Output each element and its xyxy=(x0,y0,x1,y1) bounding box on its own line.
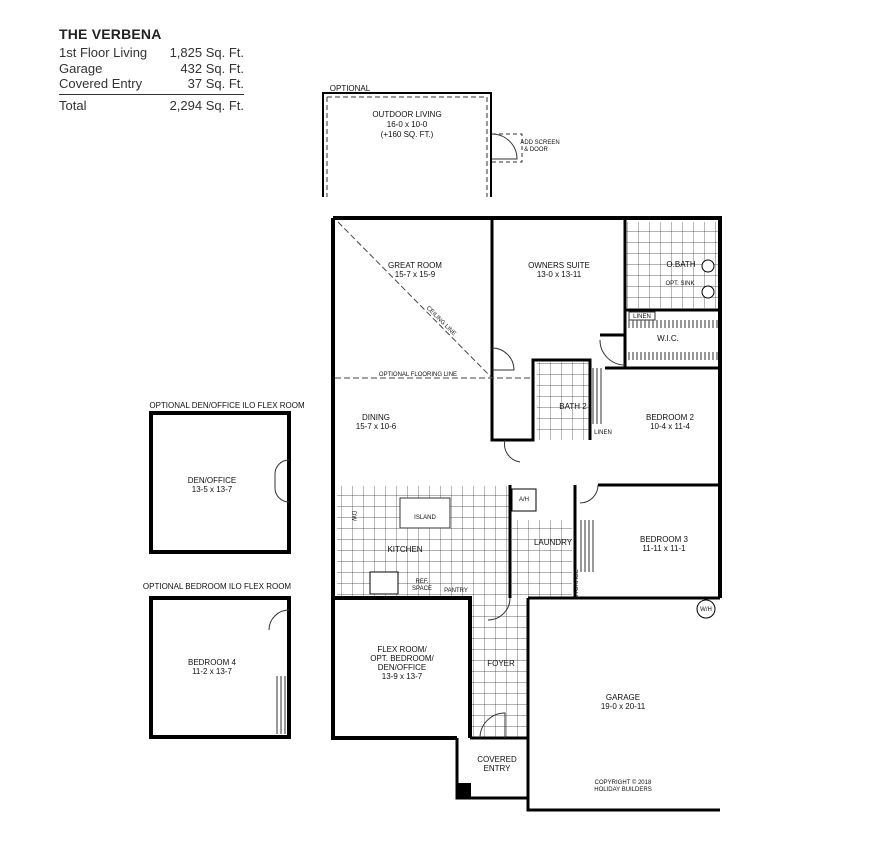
air-handler-icon xyxy=(511,488,537,512)
laundry-tile xyxy=(512,520,572,598)
copyright: COPYRIGHT © 2018 xyxy=(595,779,652,786)
optional-den-plan: OPTIONAL DEN/OFFICE ILO FLEX ROOM DEN/OF… xyxy=(149,401,305,554)
note: OPTIONAL FLOORING LINE xyxy=(379,372,457,378)
column xyxy=(457,783,471,798)
optional-label: OPTIONAL xyxy=(330,84,371,93)
outdoor-living: OPTIONAL OUTDOOR LIVING 16-0 x 10-0 (+16… xyxy=(322,84,560,197)
range-icon xyxy=(369,571,399,595)
sink-icon xyxy=(701,259,715,273)
room-name: KITCHEN xyxy=(387,545,422,554)
option-heading: OPTIONAL BEDROOM ILO FLEX ROOM xyxy=(143,582,292,591)
total-row: Total 2,294 Sq. Ft. xyxy=(59,98,244,114)
room-dims: 13-0 x 13-11 xyxy=(537,270,582,279)
sink-icon xyxy=(701,285,715,299)
plan-title: THE VERBENA xyxy=(59,26,162,42)
room-dims: 13-9 x 13-7 xyxy=(382,672,423,681)
room-name: O.BATH xyxy=(666,260,695,269)
room-name: OUTDOOR LIVING xyxy=(372,110,441,119)
area-label: Garage xyxy=(59,60,103,76)
area-value: 1,825 Sq. Ft. xyxy=(169,45,244,60)
copyright: HOLIDAY BUILDERS xyxy=(594,787,651,793)
room-name: DEN/OFFICE xyxy=(378,663,426,672)
room-name: OWNERS SUITE xyxy=(528,261,590,270)
room-name: FOYER xyxy=(487,659,515,668)
note: & DOOR xyxy=(524,147,548,153)
room-name: W.I.C. xyxy=(657,334,679,343)
room-name: BATH 2 xyxy=(559,402,587,411)
option-heading: OPTIONAL DEN/OFFICE ILO FLEX ROOM xyxy=(149,401,305,410)
area-row: 1st Floor Living 1,825 Sq. Ft. xyxy=(59,45,244,61)
area-label: Covered Entry xyxy=(59,76,143,91)
note: LINEN xyxy=(633,314,651,320)
optional-bedroom4-plan: OPTIONAL BEDROOM ILO FLEX ROOM BEDROOM 4… xyxy=(143,582,292,739)
note: ADD SCREEN xyxy=(520,140,559,146)
area-value: 37 Sq. Ft. xyxy=(187,76,244,91)
room-labels: GREAT ROOM 15-7 x 15-9 CEILING LINE OPTI… xyxy=(350,260,712,793)
note: CEILING LINE xyxy=(425,305,457,337)
note: REF. xyxy=(415,579,428,585)
ceiling-line xyxy=(337,221,493,379)
note: LINEN xyxy=(594,430,612,436)
room-name: BEDROOM 3 xyxy=(640,535,689,544)
bath2-tile xyxy=(537,362,589,440)
area-label: 1st Floor Living xyxy=(59,45,148,60)
room-name: BEDROOM 2 xyxy=(646,413,695,422)
note: OPT. SINK xyxy=(665,281,694,287)
room-name: LAUNDRY xyxy=(534,538,573,547)
note: W/H xyxy=(700,607,712,613)
door-icon xyxy=(491,133,518,160)
divider xyxy=(59,93,244,95)
room-name: DINING xyxy=(362,413,390,422)
water-heater-icon xyxy=(696,599,716,619)
note: A/H xyxy=(519,497,529,503)
walls xyxy=(331,216,722,812)
double-door-icon xyxy=(274,459,290,503)
area-row: Covered Entry 37 Sq. Ft. xyxy=(59,76,244,92)
room-dims: 10-4 x 11-4 xyxy=(650,422,690,431)
room-extra: (+160 SQ. FT.) xyxy=(381,130,434,139)
room-name: DEN/OFFICE xyxy=(188,476,236,485)
room-dims: 19-0 x 20-11 xyxy=(601,702,646,711)
note: ISLAND xyxy=(414,515,436,521)
room-dims: 11-11 x 11-1 xyxy=(642,544,686,553)
door-swing-icon xyxy=(268,609,290,631)
room-dims: 15-7 x 10-6 xyxy=(356,422,397,431)
total-value: 2,294 Sq. Ft. xyxy=(169,97,244,113)
room-dims: 15-7 x 15-9 xyxy=(395,270,436,279)
room-dims: 16-0 x 10-0 xyxy=(387,120,428,129)
area-row: Garage 432 Sq. Ft. xyxy=(59,61,244,77)
room-dims: 11-2 x 13-7 xyxy=(192,667,232,676)
room-name: BEDROOM 4 xyxy=(188,658,237,667)
room-name: ENTRY xyxy=(484,764,512,773)
kitchen-island xyxy=(399,497,451,529)
room-name: COVERED xyxy=(477,755,517,764)
note: PANTRY xyxy=(444,588,468,594)
note: SPACE xyxy=(412,586,432,592)
room-name: GREAT ROOM xyxy=(388,261,442,270)
foyer-tile xyxy=(470,598,528,738)
door-swing-icon xyxy=(479,339,626,739)
room-name: OPT. BEDROOM/ xyxy=(370,654,434,663)
area-value: 432 Sq. Ft. xyxy=(180,60,244,76)
area-specs: THE VERBENA 1st Floor Living 1,825 Sq. Ft… xyxy=(59,26,244,113)
room-name: FLEX ROOM/ xyxy=(377,645,427,654)
note: DW xyxy=(350,511,356,521)
total-label: Total xyxy=(59,97,87,113)
note: STORAGE xyxy=(574,569,580,598)
room-dims: 13-5 x 13-7 xyxy=(192,485,233,494)
room-name: GARAGE xyxy=(606,693,640,702)
